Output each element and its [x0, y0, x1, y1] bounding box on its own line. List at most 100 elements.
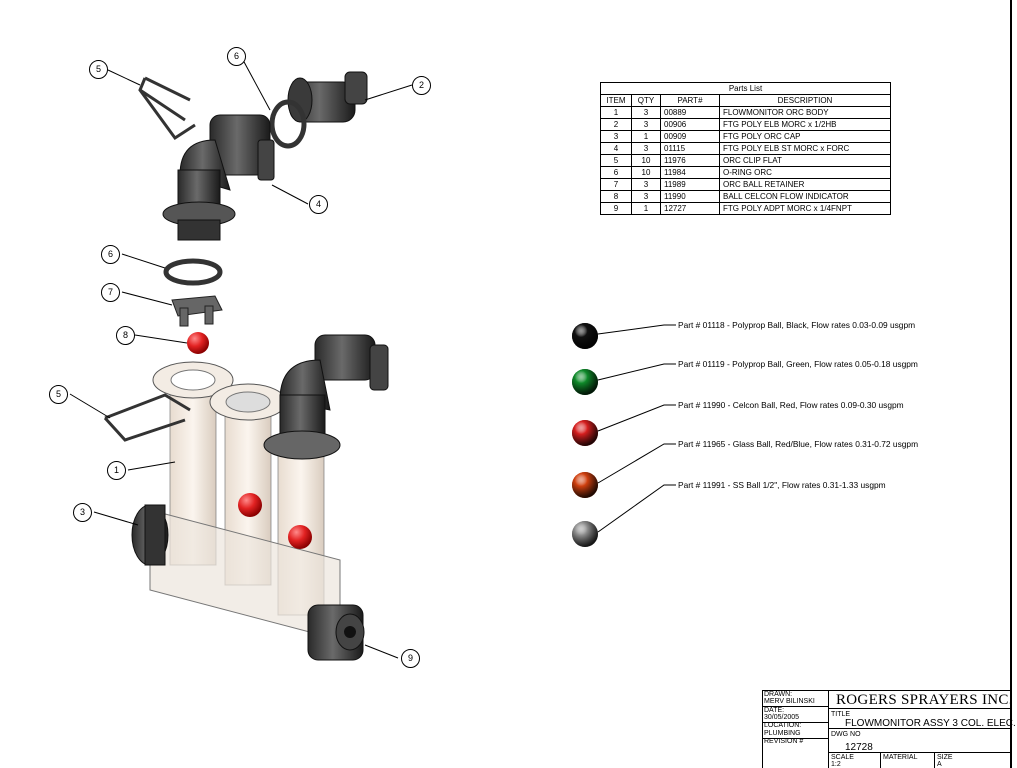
ball-description: Part # 11991 - SS Ball 1/2", Flow rates … [678, 480, 886, 490]
size-label: SIZE [937, 754, 953, 761]
ball-description: Part # 11965 - Glass Ball, Red/Blue, Flo… [678, 439, 919, 449]
elbow-fitting-top [287, 71, 368, 123]
scale-label: SCALE [831, 754, 854, 761]
description-cell: FTG POLY ADPT MORC x 1/4FNPT [719, 202, 891, 215]
description-cell: FTG POLY ELB ST MORC x FORC [719, 142, 891, 155]
assembly-drawing [69, 59, 413, 661]
elbow-fitting-straight [162, 114, 275, 241]
column-elbow-fitting [263, 334, 389, 460]
part-number-cell: 11984 [660, 166, 720, 179]
ball-leader-line [597, 484, 676, 533]
part-number-cell: 00909 [660, 130, 720, 143]
title-block [762, 690, 1011, 768]
item-number-cell: 8 [600, 190, 632, 203]
ball-leader-line [597, 404, 676, 432]
item-balloon: 2 [412, 76, 431, 95]
part-number-cell: 00906 [660, 118, 720, 131]
description-cell: FTG POLY ELB MORC x 1/2HB [719, 118, 891, 131]
quantity-cell: 10 [631, 154, 661, 167]
ball-swatch-shading [572, 472, 598, 498]
ball-description: Part # 01118 - Polyprop Ball, Black, Flo… [678, 320, 916, 330]
item-number-cell: 1 [600, 106, 632, 119]
ball-swatch-shading [572, 323, 598, 349]
quantity-cell: 1 [631, 130, 661, 143]
drawn-value: MERV BILINSKI [764, 698, 815, 705]
ball-description: Part # 11990 - Celcon Ball, Red, Flow ra… [678, 400, 904, 410]
part-number-cell: 11976 [660, 154, 720, 167]
description-cell: BALL CELCON FLOW INDICATOR [719, 190, 891, 203]
ball-swatch-shading [572, 420, 598, 446]
description-cell: ORC BALL RETAINER [719, 178, 891, 191]
part-number-cell: 01115 [660, 142, 720, 155]
item-number-cell: 6 [600, 166, 632, 179]
date-value: 30/05/2005 [764, 714, 800, 721]
ball-swatch [572, 472, 598, 498]
description-cell: FLOWMONITOR ORC BODY [719, 106, 891, 119]
item-balloon: 3 [73, 503, 92, 522]
column-header-qty: QTY [631, 94, 661, 107]
item-number-cell: 9 [600, 202, 632, 215]
ball-description: Part # 01119 - Polyprop Ball, Green, Flo… [678, 359, 918, 369]
indicator-ball-column-2 [238, 493, 262, 517]
ball-swatch [572, 369, 598, 395]
item-number-cell: 4 [600, 142, 632, 155]
drawing-title: FLOWMONITOR ASSY 3 COL. ELEC. [845, 718, 1016, 729]
item-balloon: 5 [49, 385, 68, 404]
description-cell: FTG POLY ORC CAP [719, 130, 891, 143]
part-number-cell: 11989 [660, 178, 720, 191]
column-header-item: ITEM [600, 94, 632, 107]
clip-part-top [138, 76, 196, 141]
item-number-cell: 7 [600, 178, 632, 191]
ball-leader-line [597, 443, 676, 484]
scale-value: 1:2 [831, 761, 841, 768]
item-balloon: 5 [89, 60, 108, 79]
ball-retainer [171, 295, 223, 327]
adapter-fitting [307, 604, 365, 661]
flowmonitor-body [149, 361, 341, 641]
ball-swatch-shading [572, 369, 598, 395]
size-value: A [937, 761, 942, 768]
item-number-cell: 3 [600, 130, 632, 143]
clip-part-middle [103, 393, 191, 442]
ball-swatch [572, 420, 598, 446]
item-balloon: 9 [401, 649, 420, 668]
quantity-cell: 1 [631, 202, 661, 215]
ball-swatch [572, 521, 598, 547]
leader-lines [69, 59, 413, 659]
dwg-number-label: DWG NO [831, 731, 861, 738]
revision-label: REVISION # [764, 738, 804, 745]
item-balloon: 1 [107, 461, 126, 480]
quantity-cell: 3 [631, 142, 661, 155]
quantity-cell: 10 [631, 166, 661, 179]
item-balloon: 4 [309, 195, 328, 214]
ball-leader-line [597, 363, 676, 381]
ball-leader-line [597, 324, 676, 335]
part-number-cell: 12727 [660, 202, 720, 215]
item-number-cell: 2 [600, 118, 632, 131]
indicator-ball-column-3 [288, 525, 312, 549]
column-header-part-number: PART# [660, 94, 720, 107]
quantity-cell: 3 [631, 118, 661, 131]
ball-swatch [572, 323, 598, 349]
location-label: LOCATION: [764, 722, 802, 729]
material-label: MATERIAL [883, 754, 918, 761]
date-label: DATE: [764, 707, 785, 714]
item-balloon: 7 [101, 283, 120, 302]
o-ring-middle [163, 258, 223, 286]
quantity-cell: 3 [631, 106, 661, 119]
item-balloon: 8 [116, 326, 135, 345]
quantity-cell: 3 [631, 178, 661, 191]
column-header-description: DESCRIPTION [719, 94, 891, 107]
description-cell: ORC CLIP FLAT [719, 154, 891, 167]
item-balloon: 6 [227, 47, 246, 66]
